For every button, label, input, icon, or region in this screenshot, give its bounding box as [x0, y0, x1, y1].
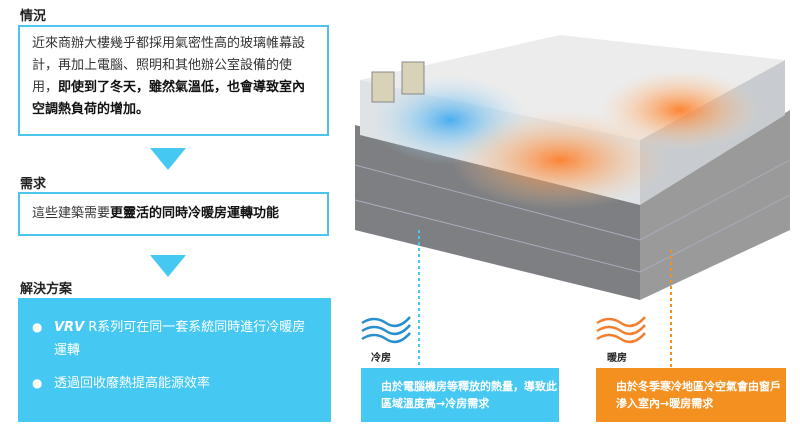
heating-label: 暖房	[607, 353, 627, 364]
situation-text: 近來商辦大樓幾乎都採用氣密性高的玻璃帷幕設計，再加上電腦、照明和其他辦公室設備的…	[32, 36, 306, 95]
cooling-wave-icon	[361, 316, 411, 344]
situation-box: 近來商辦大樓幾乎都採用氣密性高的玻璃帷幕設計，再加上電腦、照明和其他辦公室設備的…	[18, 25, 329, 136]
need-text: 這些建築需要	[32, 206, 111, 221]
cooling-label: 冷房	[371, 353, 391, 364]
need-title: 需求	[20, 177, 47, 192]
solution-box: ● VRV R系列可在同一套系統同時進行冷暖房運轉 ● 透過回收廢熱提高能源效率	[18, 298, 331, 422]
arrow-down-icon	[150, 148, 186, 170]
heating-wave-icon	[596, 316, 646, 344]
solution-item: ● VRV R系列可在同一套系統同時進行冷暖房運轉	[32, 316, 317, 362]
situation-title: 情況	[20, 9, 47, 24]
solution-item: ● 透過回收廢熱提高能源效率	[32, 372, 317, 395]
need-box: 這些建築需要更靈活的同時冷暖房運轉功能	[18, 192, 329, 236]
arrow-down-icon	[150, 255, 186, 277]
solution-item-text: R系列可在同一套系統同時進行冷暖房運轉	[54, 320, 306, 358]
solution-title: 解決方案	[20, 282, 73, 297]
heating-caption: 由於冬季寒冷地區冷空氣會由窗戶滲入室內→暖房需求	[596, 368, 786, 422]
bullet-icon: ●	[32, 320, 43, 334]
solution-item-text: 透過回收廢熱提高能源效率	[54, 376, 211, 391]
brand-name: VRV	[54, 320, 85, 335]
bullet-icon: ●	[32, 376, 43, 390]
need-text-bold: 更靈活的同時冷暖房運轉功能	[110, 206, 280, 221]
cooling-caption: 由於電腦機房等釋放的熱量，導致此區域溫度高→冷房需求	[361, 368, 559, 422]
situation-text-bold: 即使到了冬天，雖然氣溫低，也會導致室內空調熱負荷的增加。	[32, 80, 306, 117]
